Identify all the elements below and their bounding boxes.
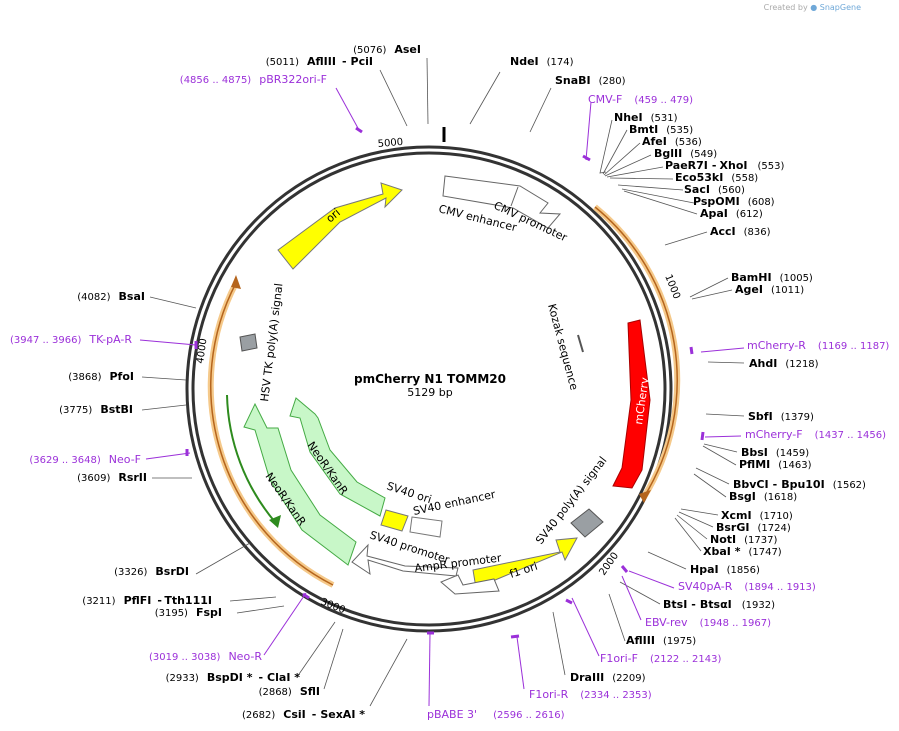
tick-3000: 3000 [319, 597, 347, 617]
feature-mcherry [612, 319, 651, 489]
enzyme-sfli: (2868)SflI [259, 685, 320, 698]
primer-cmv-f: CMV-F(459 .. 479) [588, 93, 693, 106]
enzyme-pflmi: PflMI(1463) [739, 458, 812, 471]
primer-sv40pa-r: SV40pA-R(1894 .. 1913) [678, 580, 816, 593]
enzyme-bsai: (4082)BsaI [77, 290, 145, 303]
enzyme-afliii-2: AflIII(1975) [626, 634, 696, 647]
enzyme-noti: NotI(1737) [710, 533, 777, 546]
primer-leaders [139, 87, 745, 707]
primer-tk-pa-r: (3947 .. 3966)TK-pA-R [10, 333, 132, 346]
feature-neor-inner [289, 397, 386, 517]
enzyme-csii-sexai: (2682)CsiI-SexAI * [242, 708, 365, 721]
label-kozak: Kozak sequence [545, 302, 581, 391]
primer-neo-f: (3629 .. 3648)Neo-F [29, 453, 141, 466]
enzyme-xbai: XbaI *(1747) [703, 545, 782, 558]
enzyme-bbvci-bpu10i: BbvCI-Bpu10I(1562) [733, 478, 866, 491]
enzyme-btsi-btsai: BtsI-BtsαI(1932) [663, 598, 775, 611]
enzyme-paer7i-xhoi: PaeR7I-XhoI(553) [665, 159, 785, 172]
enzyme-bamhi: BamHI(1005) [731, 271, 813, 284]
enzyme-pfoi: (3868)PfoI [68, 370, 134, 383]
enzyme-bsrgi: BsrGI(1724) [716, 521, 791, 534]
enzyme-xcmi: XcmI(1710) [721, 509, 793, 522]
credit-brand: SnapGene [819, 3, 861, 12]
tick-1000: 1000 [662, 273, 682, 301]
backbone [185, 127, 673, 633]
primer-neo-r: (3019 .. 3038)Neo-R [149, 650, 262, 663]
enzyme-pspomi: PspOMI(608) [693, 195, 775, 208]
enzyme-hpai: HpaI(1856) [690, 563, 760, 576]
enzyme-apai: ApaI(612) [700, 207, 763, 220]
credit-prefix: Created by [763, 3, 808, 12]
tick-2000: 2000 [597, 551, 621, 578]
snapgene-credit: Created by ● SnapGene [764, 3, 861, 12]
feature-ori [277, 182, 403, 270]
feature-sv40-promoter [351, 543, 459, 577]
enzyme-snabi: SnaBI(280) [555, 74, 626, 87]
orf-arcs [207, 204, 681, 588]
enzyme-acci: AccI(836) [710, 225, 771, 238]
enzyme-pflfi-tth111i: (3211)PflFI-Tth111I [82, 594, 212, 607]
primer-pbr322ori-f: (4856 .. 4875)pBR322ori-F [180, 73, 327, 86]
plasmid-name: pmCherry N1 TOMM20 [354, 372, 506, 386]
feature-hsv-tk-polya [239, 333, 258, 352]
plasmid-size: 5129 bp [407, 386, 452, 399]
feature-neor-outer [243, 402, 357, 566]
enzyme-bmti: BmtI(535) [629, 123, 693, 136]
enzyme-afei: AfeI(536) [642, 135, 702, 148]
label-hsv-tk-polya: HSV TK poly(A) signal [258, 283, 285, 403]
enzyme-agei: AgeI(1011) [735, 283, 804, 296]
enzyme-nhei: NheI(531) [614, 111, 678, 124]
primer-pbabe-3: pBABE 3'(2596 .. 2616) [427, 708, 565, 721]
enzyme-draiii: DraIII(2209) [570, 671, 646, 684]
tick-4000: 4000 [195, 338, 209, 365]
enzyme-leaders [141, 57, 745, 707]
tick-5000: 5000 [377, 137, 403, 150]
enzyme-labels: NdeI(174) SnaBI(280) NheI(531) BmtI(535)… [59, 43, 866, 721]
snapgene-logo: ● SnapGene [810, 3, 861, 12]
label-sv40-polya: SV40 poly(A) signal [533, 454, 609, 547]
enzyme-bstbi: (3775)BstBI [59, 403, 133, 416]
enzyme-ahdi: AhdI(1218) [749, 357, 819, 370]
primer-mcherry-r: mCherry-R(1169 .. 1187) [747, 339, 889, 352]
primer-f1ori-f: F1ori-F(2122 .. 2143) [600, 652, 721, 665]
feature-sv40-ori [380, 509, 409, 532]
enzyme-rsrii: (3609)RsrII [77, 471, 147, 484]
enzyme-ndei: NdeI(174) [510, 55, 574, 68]
primer-ebv-rev: EBV-rev(1948 .. 1967) [645, 616, 771, 629]
primer-f1ori-r: F1ori-R(2334 .. 2353) [529, 688, 652, 701]
primer-mcherry-f: mCherry-F(1437 .. 1456) [745, 428, 886, 441]
enzyme-bsgi: BsgI(1618) [729, 490, 797, 503]
feature-sv40-polya [570, 508, 604, 538]
enzyme-asei: (5076)AseI [353, 43, 421, 56]
features [239, 175, 651, 595]
primer-labels: (4856 .. 4875)pBR322ori-F CMV-F(459 .. 4… [10, 73, 889, 721]
enzyme-bsrdi: (3326)BsrDI [114, 565, 189, 578]
enzyme-afliii-pcii: (5011)AflIII-PciI [266, 55, 373, 68]
enzyme-bglii: BglII(549) [654, 147, 717, 160]
enzyme-bspdi-clai: (2933)BspDI *-ClaI * [166, 671, 301, 684]
feature-ampr-promoter [440, 574, 500, 595]
enzyme-sbfi: SbfI(1379) [748, 410, 814, 423]
feature-kozak [577, 334, 584, 353]
feature-cmv [442, 175, 562, 229]
enzyme-fspi: (3195)FspI [155, 606, 222, 619]
enzyme-saci: SacI(560) [684, 183, 745, 196]
enzyme-eco53ki: Eco53kI(558) [675, 171, 758, 184]
feature-sv40-enhancer [409, 516, 443, 538]
enzyme-bbsi: BbsI(1459) [741, 446, 809, 459]
